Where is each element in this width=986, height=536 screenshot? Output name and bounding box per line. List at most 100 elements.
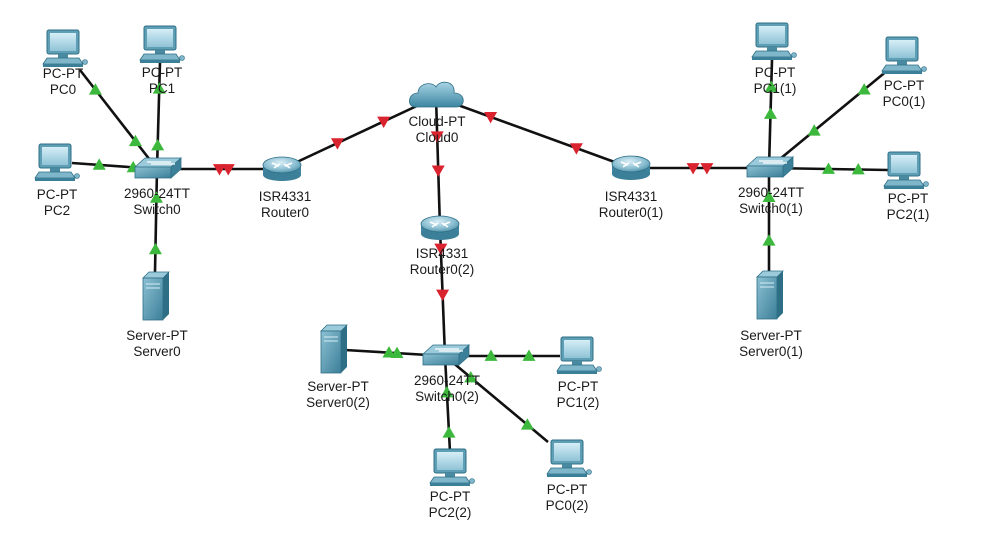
device-model-label: ISR4331 bbox=[259, 189, 312, 204]
device-model-label: PC-PT bbox=[884, 78, 925, 93]
device-model-label: Cloud-PT bbox=[408, 114, 465, 129]
device-name-label: PC2 bbox=[44, 203, 70, 218]
pc-icon[interactable] bbox=[429, 448, 475, 486]
router-icon[interactable] bbox=[611, 155, 651, 180]
link-up-marker bbox=[484, 349, 498, 361]
server-icon[interactable] bbox=[320, 324, 348, 374]
link-up-marker bbox=[807, 124, 821, 136]
link-down-marker bbox=[569, 143, 583, 155]
link-up-marker bbox=[149, 191, 163, 203]
device-name-label: PC0(1) bbox=[883, 94, 926, 109]
link-up-marker bbox=[440, 385, 454, 398]
link-up-marker bbox=[822, 162, 835, 174]
link-cloud0-r0_2[interactable] bbox=[434, 96, 442, 229]
link-up-marker bbox=[520, 418, 534, 430]
server-icon[interactable] bbox=[142, 271, 170, 321]
pc-icon[interactable] bbox=[883, 151, 929, 189]
link-up-marker bbox=[128, 134, 142, 147]
link-srv0-sw0[interactable] bbox=[153, 168, 159, 273]
pc-icon[interactable] bbox=[881, 36, 927, 74]
link-up-marker bbox=[522, 349, 536, 361]
link-up-marker bbox=[151, 138, 165, 151]
device-name-label: Cloud0 bbox=[416, 130, 459, 145]
link-down-marker bbox=[430, 131, 444, 143]
device-name-label: Server0 bbox=[133, 344, 180, 359]
server-icon[interactable] bbox=[756, 270, 784, 320]
link-down-marker bbox=[330, 138, 344, 150]
device-name-label: PC0(2) bbox=[546, 498, 589, 513]
link-cloud0-r0_1[interactable] bbox=[435, 95, 632, 170]
pc-icon[interactable] bbox=[139, 25, 185, 63]
link-up-marker bbox=[764, 80, 778, 92]
device-model-label: 2960-24TT bbox=[414, 373, 480, 388]
device-name-label: Server0(1) bbox=[739, 344, 803, 359]
link-up-marker bbox=[762, 190, 776, 202]
link-up-marker bbox=[857, 83, 871, 95]
link-up-marker bbox=[148, 242, 162, 255]
pc-icon[interactable] bbox=[556, 336, 602, 374]
link-up-marker bbox=[382, 346, 396, 358]
link-down-marker bbox=[377, 116, 391, 128]
link-down-marker bbox=[686, 163, 700, 175]
link-pc0_1-sw0_1[interactable] bbox=[768, 68, 889, 170]
device-model-label: PC-PT bbox=[43, 66, 84, 81]
link-down-marker bbox=[436, 289, 450, 302]
link-down-marker bbox=[431, 165, 445, 177]
link-up-marker bbox=[762, 234, 776, 246]
pc-icon[interactable] bbox=[42, 29, 88, 67]
link-status-markers bbox=[88, 80, 871, 438]
device-model-label: 2960-24TT bbox=[124, 186, 190, 201]
switch-icon[interactable] bbox=[421, 344, 471, 366]
device-model-label: PC-PT bbox=[37, 187, 78, 202]
device-model-label: PC-PT bbox=[142, 65, 183, 80]
device-name-label: Switch0 bbox=[133, 202, 180, 217]
switch-icon[interactable] bbox=[133, 157, 183, 179]
link-up-marker bbox=[764, 107, 777, 119]
pc-icon[interactable] bbox=[751, 22, 797, 60]
pc-icon[interactable] bbox=[546, 439, 592, 477]
device-name-label: PC0 bbox=[50, 82, 76, 97]
link-down-marker bbox=[484, 112, 498, 124]
device-name-label: Switch0(1) bbox=[739, 201, 803, 216]
link-pc1-sw0[interactable] bbox=[155, 61, 162, 170]
link-r0-cloud0[interactable] bbox=[281, 95, 437, 171]
pc-icon[interactable] bbox=[34, 143, 80, 181]
link-down-marker bbox=[700, 163, 714, 175]
device-name-label: PC1 bbox=[149, 81, 175, 96]
link-down-marker bbox=[221, 164, 235, 176]
device-name-label: Router0(1) bbox=[599, 205, 664, 220]
link-up-marker bbox=[464, 371, 478, 383]
link-up-marker bbox=[152, 82, 166, 94]
switch-icon[interactable] bbox=[745, 156, 795, 178]
link-up-marker bbox=[442, 426, 456, 438]
link-pc0-sw0[interactable] bbox=[78, 69, 159, 170]
link-up-marker bbox=[851, 163, 865, 175]
device-name-label: PC2(1) bbox=[887, 207, 930, 222]
router-icon[interactable] bbox=[420, 215, 460, 240]
device-model-label: Server-PT bbox=[307, 379, 369, 394]
device-model-label: PC-PT bbox=[430, 489, 471, 504]
router-icon[interactable] bbox=[262, 156, 302, 181]
devices-layer: PC-PTPC0PC-PTPC1PC-PTPC22960-24TTSwitch0… bbox=[34, 22, 930, 520]
cloud-icon[interactable] bbox=[409, 81, 464, 108]
